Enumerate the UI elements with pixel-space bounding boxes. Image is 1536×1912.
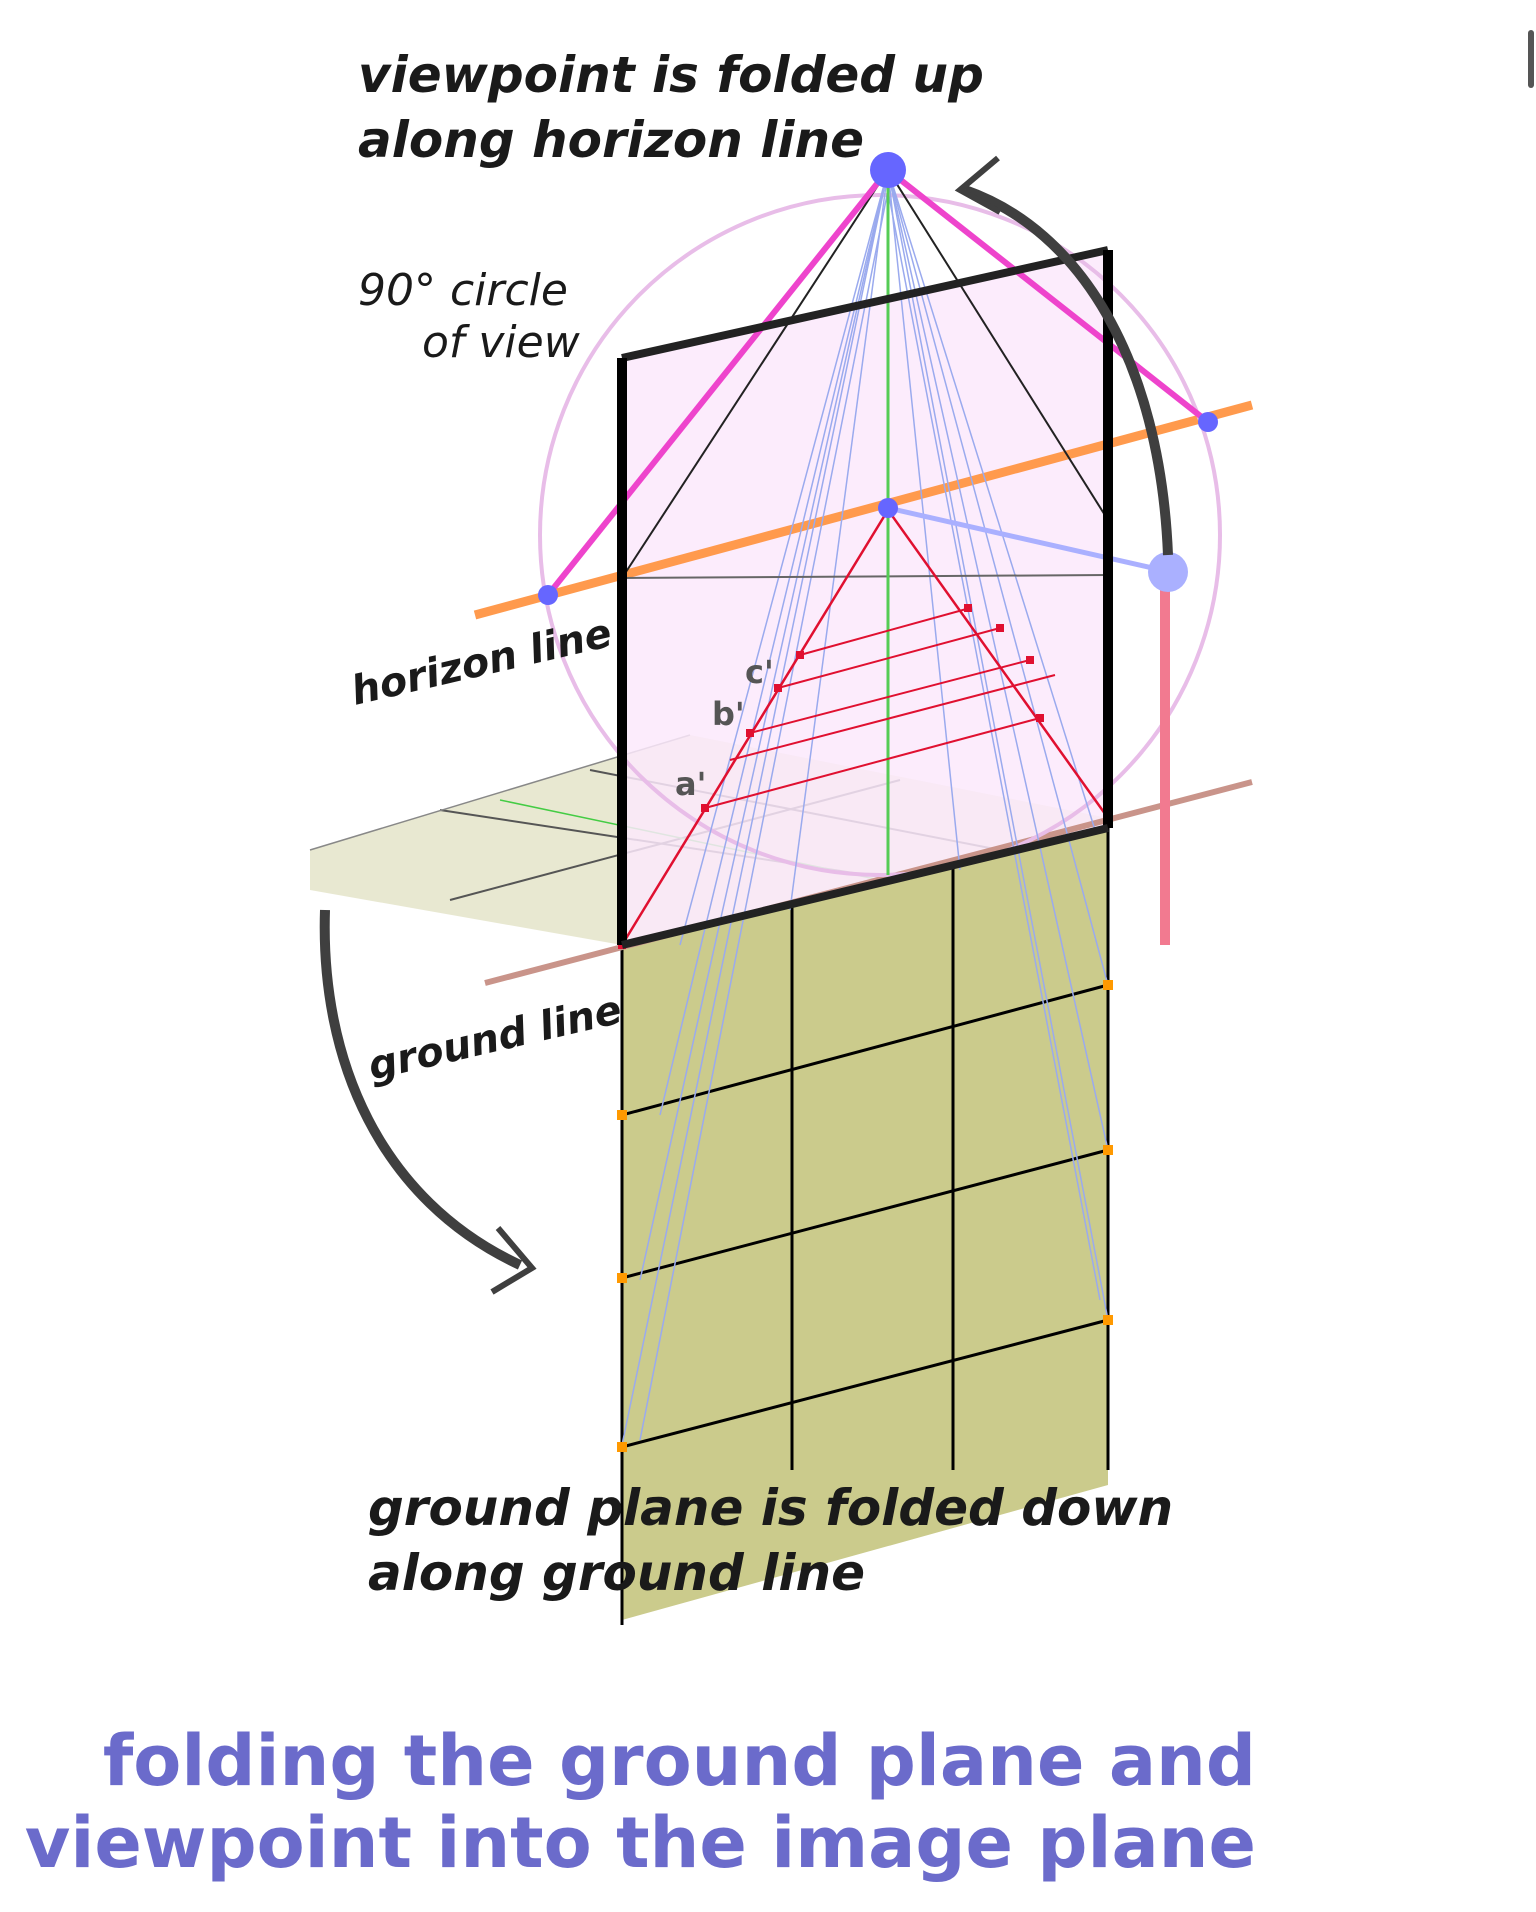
construction-line — [621, 574, 1109, 579]
folded-ground-plane — [622, 828, 1108, 1620]
ground-plane-label-line2: along ground line — [368, 1544, 865, 1602]
viewpoint-label-line1: viewpoint is folded up — [358, 46, 984, 104]
figure-caption: folding the ground plane and viewpoint i… — [25, 1720, 1256, 1884]
orange-points — [617, 980, 1113, 1452]
sight-line-right — [886, 167, 1210, 425]
fold-down-arrowhead — [490, 1226, 537, 1295]
center-of-vision-dot — [878, 498, 898, 518]
fold-up-arrow — [963, 185, 1173, 556]
sight-line-left — [545, 168, 891, 597]
picture-plane-bottom-edge — [621, 824, 1109, 949]
construction-line — [621, 169, 889, 579]
point-b-label: b' — [712, 695, 745, 733]
fold-up-arrowhead — [954, 155, 1002, 215]
ground-grid-row — [621, 1318, 1109, 1449]
horizon-line-label: horizon line — [347, 610, 616, 715]
ground-plane-label-line1: ground plane is folded down — [368, 1479, 1173, 1537]
construction-line — [887, 169, 1109, 521]
red-transversals — [704, 607, 1056, 809]
ground-grid-row — [621, 983, 1109, 1117]
station-point-line — [887, 505, 1171, 575]
circle-label-line2: of view — [422, 317, 581, 368]
point-c-label: c' — [745, 653, 774, 691]
ground-line-label: ground line — [364, 987, 626, 1090]
horizon-right-dot — [1198, 412, 1218, 432]
caption-line1: folding the ground plane and — [102, 1720, 1256, 1802]
ground-grid-row — [621, 1148, 1109, 1280]
horizon-line — [473, 400, 1254, 620]
viewpoint-label-line2: along horizon line — [358, 111, 864, 169]
horizon-left-dot — [538, 585, 558, 605]
projection-lines — [621, 169, 1109, 1446]
viewpoint-dot — [870, 152, 906, 188]
scrollbar-thumb[interactable] — [1528, 30, 1534, 88]
circle-of-view — [538, 193, 1222, 877]
caption-line2: viewpoint into the image plane — [24, 1802, 1256, 1884]
fold-down-arrow — [319, 909, 523, 1270]
picture-plane-top-edge — [621, 246, 1109, 362]
circle-label-line1: 90° circle — [358, 265, 568, 316]
point-a-label: a' — [675, 765, 706, 803]
rotated-viewpoint-dot — [1148, 552, 1188, 592]
